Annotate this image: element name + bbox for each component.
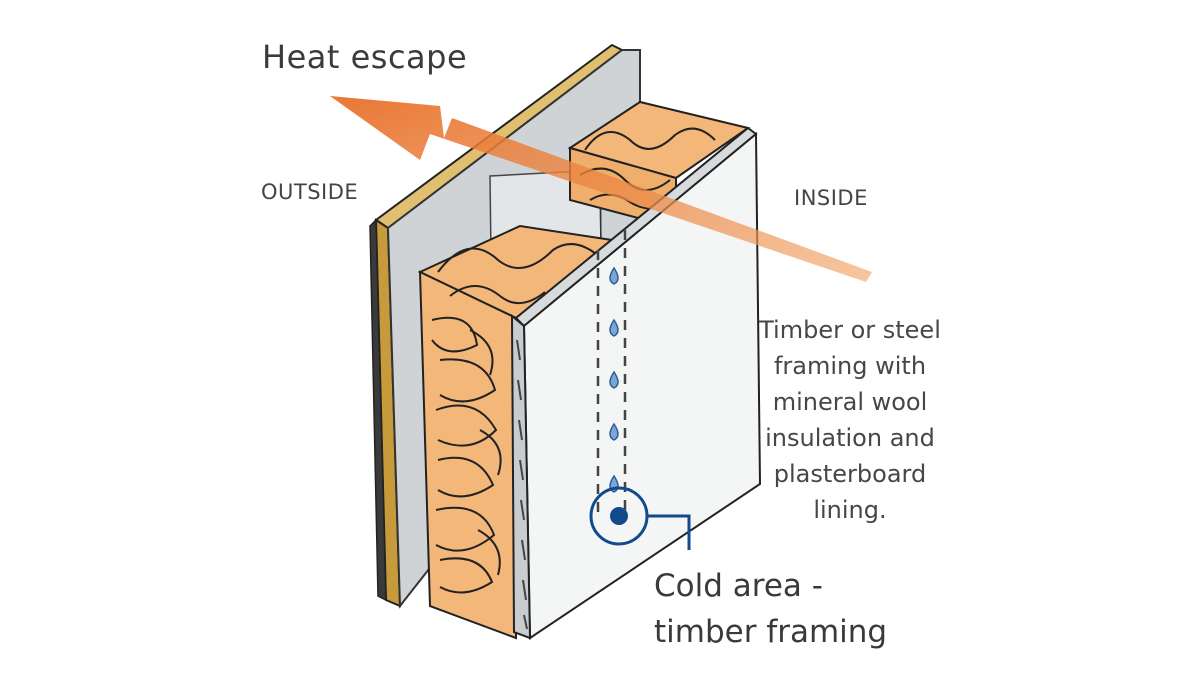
description-line: framing with [773, 352, 927, 380]
description-line: Timber or steel [759, 316, 941, 344]
cold-area-marker [589, 486, 691, 550]
description-line: insulation and [765, 424, 935, 452]
front-insulation-block [417, 224, 615, 640]
description-line: mineral wool [772, 388, 928, 416]
plasterboard-lining [510, 126, 762, 640]
wall-description: Timber or steel framing with mineral woo… [740, 312, 960, 528]
hidden-stud-outline [596, 230, 627, 520]
inside-label: INSIDE [794, 186, 868, 210]
cold-area-line: timber framing [654, 614, 888, 650]
cold-area-line: Cold area - [654, 568, 823, 604]
outside-label: OUTSIDE [261, 180, 359, 204]
heat-escape-label: Heat escape [262, 38, 468, 76]
description-line: lining. [813, 496, 887, 524]
cold-area-label: Cold area - timber framing [654, 563, 954, 655]
description-line: plasterboard [773, 460, 927, 488]
heat-escape-arrow [330, 96, 872, 282]
